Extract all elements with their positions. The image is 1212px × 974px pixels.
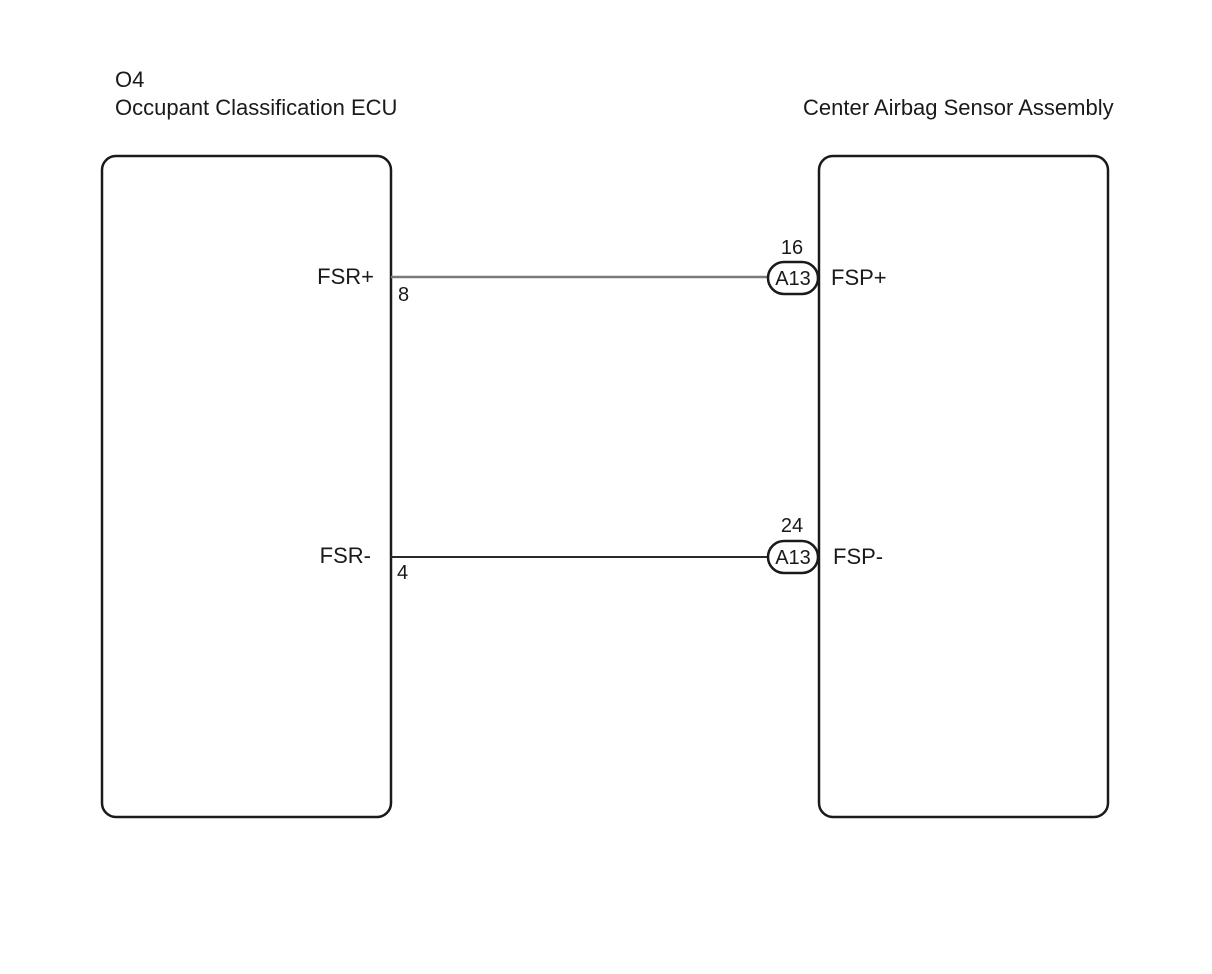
right-terminal-label-fsp-minus: FSP- — [833, 544, 884, 569]
connector-symbol-top — [766, 260, 820, 296]
right-component-box — [817, 154, 1110, 819]
left-terminal-label-fsr-minus: FSR- — [319, 543, 371, 568]
connector-code-bottom: A13 — [775, 547, 811, 569]
right-terminal-label-fsp-plus: FSP+ — [831, 265, 887, 290]
left-terminal-label-fsr-plus: FSR+ — [317, 264, 374, 289]
right-component-name: Center Airbag Sensor Assembly — [803, 95, 1114, 120]
connector-symbol-bottom — [766, 539, 820, 575]
left-pin-number-4: 4 — [397, 562, 409, 584]
connector-code-top: A13 — [775, 268, 811, 290]
right-pin-number-24: 24 — [780, 515, 804, 537]
left-component-name: Occupant Classification ECU — [115, 95, 398, 120]
right-pin-number-16: 16 — [780, 237, 804, 259]
left-pin-number-8: 8 — [398, 284, 410, 306]
left-component-box — [100, 154, 393, 819]
left-component-code: O4 — [115, 67, 145, 92]
